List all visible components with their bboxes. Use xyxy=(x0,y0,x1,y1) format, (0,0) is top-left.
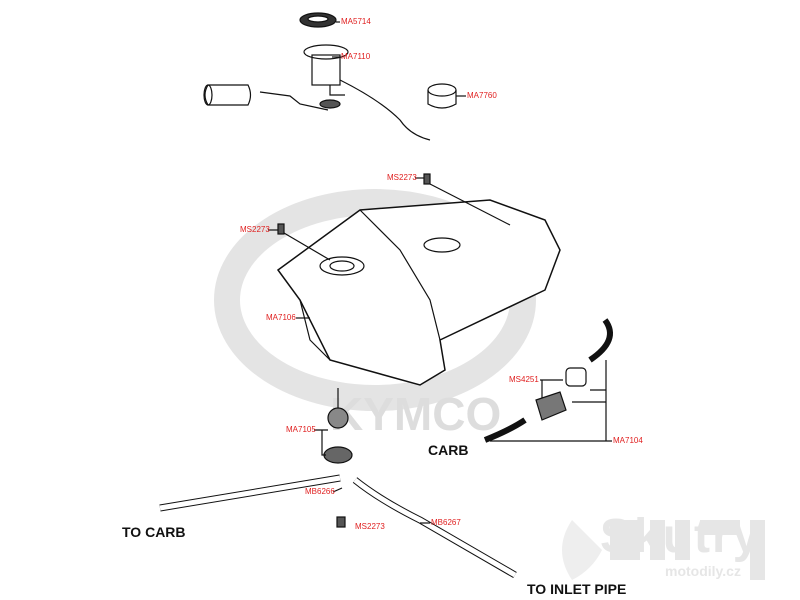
label-ms2273: MS2273 xyxy=(387,173,417,182)
label-ma7105: MA7105 xyxy=(286,425,316,434)
part-ms4251-filter xyxy=(483,318,613,443)
label-mb6267: MB6267 xyxy=(431,518,461,527)
skutry-watermark-subtext: motodily.cz xyxy=(665,563,741,579)
bolt-ms2273 xyxy=(277,223,285,235)
annotation-carb: CARB xyxy=(428,442,469,458)
kymco-watermark-text: KYMCO xyxy=(330,388,502,440)
part-mb6266-hose xyxy=(159,474,341,512)
skutry-watermark-text: Skutry xyxy=(600,510,762,563)
label-ma7104: MA7104 xyxy=(613,436,643,445)
part-mb6267-hose xyxy=(352,477,517,579)
part-ma7105-fuel-tap xyxy=(323,388,353,464)
label-ma5714: MA5714 xyxy=(341,17,371,26)
part-ma7110-sender xyxy=(203,44,431,141)
annotation-to-carb: TO CARB xyxy=(122,524,186,540)
label-ms2273: MS2273 xyxy=(240,225,270,234)
bolt-ms2273 xyxy=(336,516,346,528)
label-mb6266: MB6266 xyxy=(305,487,335,496)
part-ma5714-ring xyxy=(299,12,337,28)
annotation-to-inlet-pipe: TO INLET PIPE xyxy=(527,581,627,597)
label-ma7106: MA7106 xyxy=(266,313,296,322)
label-ms2273: MS2273 xyxy=(355,522,385,531)
label-ma7110: MA7110 xyxy=(341,52,371,61)
label-ms4251: MS4251 xyxy=(509,375,539,384)
part-ma7106-tank xyxy=(276,199,561,386)
label-ma7760: MA7760 xyxy=(467,91,497,100)
bolt-ms2273 xyxy=(423,173,431,185)
part-ma7760-cap xyxy=(427,83,457,109)
